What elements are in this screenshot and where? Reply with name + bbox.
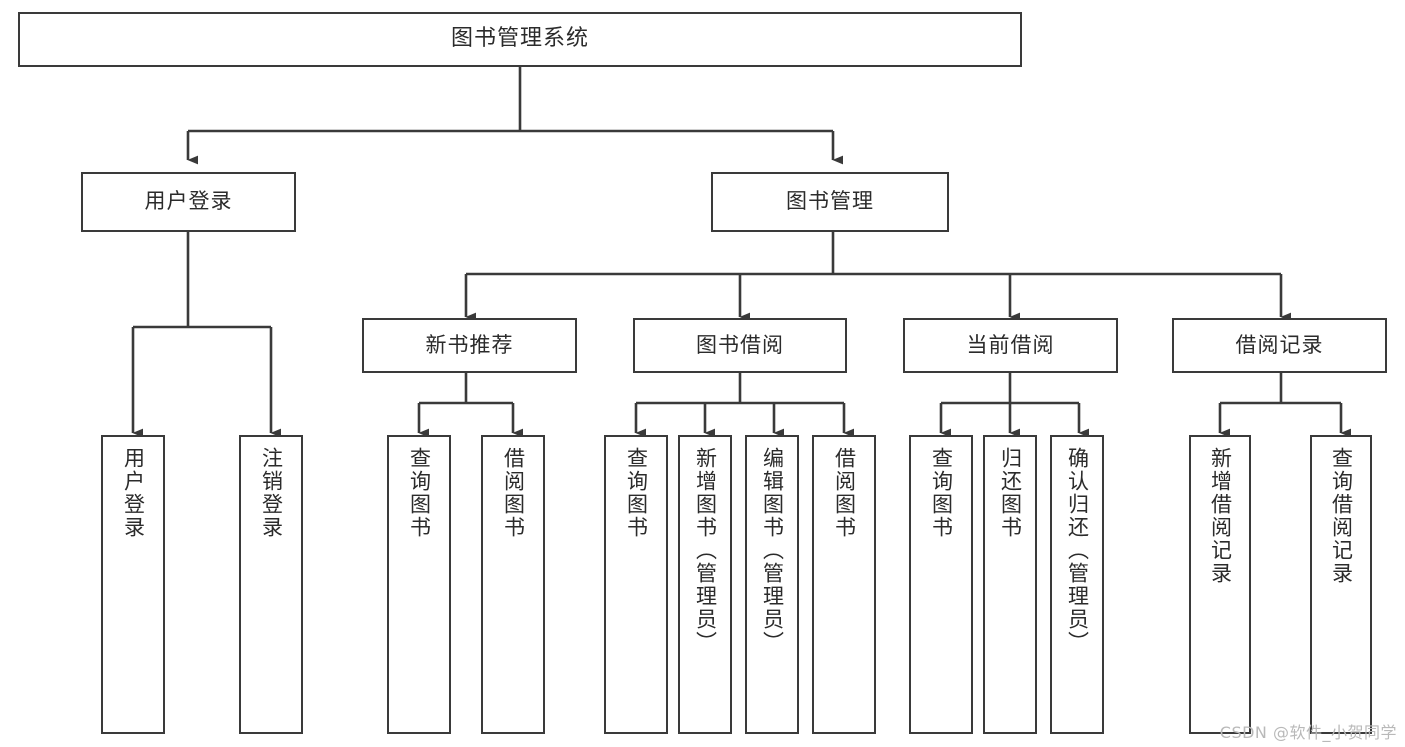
node-leaf-query-book-2[interactable]: 查询图书 bbox=[604, 435, 668, 734]
node-borrow-record[interactable]: 借阅记录 bbox=[1172, 318, 1387, 373]
node-leaf-add-book[interactable]: 新增图书（管理员） bbox=[678, 435, 732, 734]
node-leaf-edit-book[interactable]: 编辑图书（管理员） bbox=[745, 435, 799, 734]
node-root-system-label: 图书管理系统 bbox=[450, 26, 589, 52]
node-leaf-edit-book-label: 编辑图书（管理员） bbox=[760, 447, 785, 654]
node-leaf-confirm-return-label: 确认归还（管理员） bbox=[1065, 447, 1090, 654]
node-leaf-user-login-label: 用户登录 bbox=[121, 447, 146, 539]
node-current-borrow-label: 当前借阅 bbox=[966, 332, 1055, 357]
node-leaf-add-record-label: 新增借阅记录 bbox=[1208, 447, 1233, 585]
node-leaf-logout-label: 注销登录 bbox=[259, 447, 284, 539]
node-leaf-query-book-3[interactable]: 查询图书 bbox=[909, 435, 973, 734]
node-book-borrow[interactable]: 图书借阅 bbox=[633, 318, 847, 373]
node-leaf-query-book-1-label: 查询图书 bbox=[407, 447, 432, 539]
node-leaf-borrow-book-1-label: 借阅图书 bbox=[501, 447, 526, 539]
node-leaf-query-book-1[interactable]: 查询图书 bbox=[387, 435, 451, 734]
node-leaf-query-book-3-label: 查询图书 bbox=[929, 447, 954, 539]
csdn-watermark: CSDN @软件_小贺同学 bbox=[1219, 723, 1397, 742]
node-borrow-record-label: 借阅记录 bbox=[1235, 332, 1324, 357]
node-root-system[interactable]: 图书管理系统 bbox=[18, 12, 1022, 67]
node-leaf-query-record-label: 查询借阅记录 bbox=[1329, 447, 1354, 585]
node-leaf-add-book-label: 新增图书（管理员） bbox=[693, 447, 718, 654]
node-new-book-recommend[interactable]: 新书推荐 bbox=[362, 318, 577, 373]
node-current-borrow[interactable]: 当前借阅 bbox=[903, 318, 1118, 373]
node-user-login-label: 用户登录 bbox=[144, 189, 233, 214]
node-book-manage[interactable]: 图书管理 bbox=[711, 172, 949, 232]
node-book-manage-label: 图书管理 bbox=[786, 189, 874, 214]
node-user-login[interactable]: 用户登录 bbox=[81, 172, 296, 232]
node-leaf-return-book-label: 归还图书 bbox=[998, 447, 1023, 539]
node-leaf-add-record[interactable]: 新增借阅记录 bbox=[1189, 435, 1251, 734]
node-leaf-confirm-return[interactable]: 确认归还（管理员） bbox=[1050, 435, 1104, 734]
node-leaf-query-record[interactable]: 查询借阅记录 bbox=[1310, 435, 1372, 734]
node-leaf-query-book-2-label: 查询图书 bbox=[624, 447, 649, 539]
node-leaf-logout[interactable]: 注销登录 bbox=[239, 435, 303, 734]
node-leaf-return-book[interactable]: 归还图书 bbox=[983, 435, 1037, 734]
node-leaf-borrow-book-2[interactable]: 借阅图书 bbox=[812, 435, 876, 734]
node-leaf-borrow-book-1[interactable]: 借阅图书 bbox=[481, 435, 545, 734]
node-leaf-user-login[interactable]: 用户登录 bbox=[101, 435, 165, 734]
node-leaf-borrow-book-2-label: 借阅图书 bbox=[832, 447, 857, 539]
node-new-book-recommend-label: 新书推荐 bbox=[425, 332, 514, 357]
node-book-borrow-label: 图书借阅 bbox=[696, 332, 784, 357]
